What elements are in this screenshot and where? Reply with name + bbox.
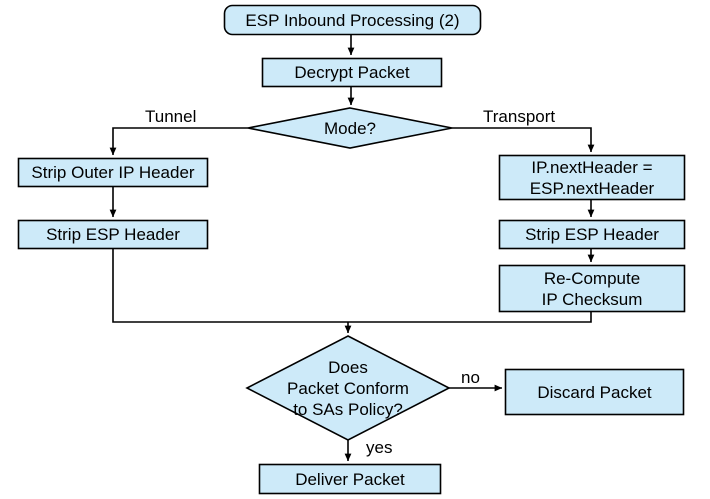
node-conform[interactable] bbox=[247, 336, 449, 440]
node-shape-discard[interactable] bbox=[504, 368, 685, 416]
node-recompute[interactable] bbox=[499, 265, 685, 312]
edge-label-transport: Transport bbox=[483, 107, 556, 126]
edge-strip-esp-tunnel-to-merge bbox=[112, 249, 348, 323]
node-discard[interactable] bbox=[505, 369, 684, 415]
node-decrypt[interactable] bbox=[262, 58, 442, 87]
node-strip-esp-tunnel[interactable] bbox=[18, 220, 208, 249]
edge-recompute-to-merge bbox=[348, 312, 592, 323]
node-deliver[interactable] bbox=[259, 464, 441, 494]
node-shape-strip-outer-ip[interactable] bbox=[17, 157, 209, 188]
node-mode[interactable] bbox=[248, 108, 452, 148]
node-shape-strip-esp-tunnel[interactable] bbox=[17, 219, 209, 250]
node-start[interactable] bbox=[224, 5, 481, 35]
node-shapes bbox=[17, 4, 686, 495]
node-strip-outer-ip[interactable] bbox=[18, 158, 208, 187]
edge-mode-tunnel-to-strip-outer-ip bbox=[109, 127, 248, 156]
node-strip-esp-transport[interactable] bbox=[499, 220, 685, 249]
edge-label-tunnel: Tunnel bbox=[145, 107, 197, 126]
node-shape-recompute[interactable] bbox=[498, 264, 686, 313]
node-shape-next-header[interactable] bbox=[498, 154, 686, 201]
edges bbox=[109, 35, 595, 462]
edge-mode-transport-to-next-header bbox=[452, 127, 595, 153]
node-shape-decrypt[interactable] bbox=[261, 57, 443, 88]
edge-label-yes: yes bbox=[366, 438, 393, 457]
node-shape-mode[interactable] bbox=[247, 107, 453, 149]
node-next-header[interactable] bbox=[499, 155, 685, 200]
node-shape-start[interactable] bbox=[223, 4, 482, 36]
node-shape-deliver[interactable] bbox=[258, 463, 442, 495]
node-shape-strip-esp-transport[interactable] bbox=[498, 219, 686, 250]
edge-label-no: no bbox=[461, 368, 480, 387]
